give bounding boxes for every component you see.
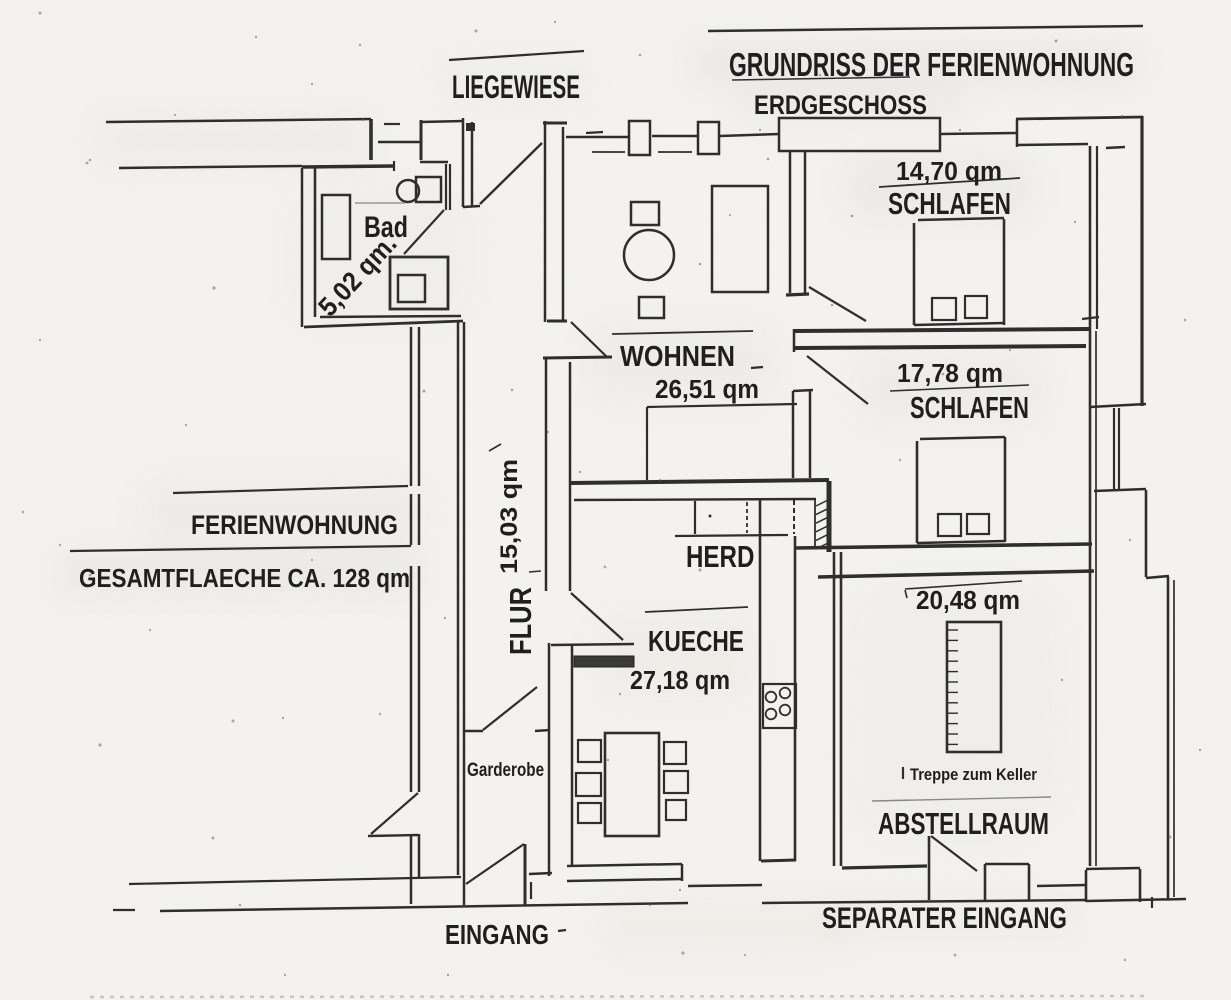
- svg-text:ERDGESCHOSS: ERDGESCHOSS: [754, 91, 927, 120]
- svg-text:26,51 qm: 26,51 qm: [655, 375, 759, 404]
- svg-text:27,18 qm: 27,18 qm: [630, 667, 730, 695]
- svg-text:GRUNDRISS DER FERIENWOHNUNG: GRUNDRISS DER FERIENWOHNUNG: [729, 47, 1134, 84]
- svg-text:GESAMTFLAECHE CA. 128 qm: GESAMTFLAECHE CA. 128 qm: [79, 565, 410, 594]
- svg-text:KUECHE: KUECHE: [648, 624, 744, 657]
- svg-text:14,70 qm: 14,70 qm: [896, 157, 1002, 186]
- svg-text:Garderobe: Garderobe: [467, 758, 544, 780]
- svg-text:20,48 qm: 20,48 qm: [916, 586, 1020, 615]
- svg-text:ABSTELLRAUM: ABSTELLRAUM: [878, 805, 1049, 840]
- svg-text:WOHNEN: WOHNEN: [620, 339, 735, 372]
- svg-text:FERIENWOHNUNG: FERIENWOHNUNG: [191, 510, 398, 540]
- svg-text:LIEGEWIESE: LIEGEWIESE: [452, 69, 580, 105]
- svg-text:EINGANG: EINGANG: [445, 920, 549, 951]
- svg-text:FLUR: FLUR: [504, 587, 539, 655]
- svg-text:Bad: Bad: [364, 210, 408, 244]
- svg-text:15,03 qm: 15,03 qm: [496, 459, 522, 574]
- svg-text:HERD: HERD: [686, 539, 754, 574]
- svg-text:17,78 qm: 17,78 qm: [897, 359, 1003, 388]
- svg-text:SEPARATER EINGANG: SEPARATER EINGANG: [822, 901, 1067, 935]
- svg-text:SCHLAFEN: SCHLAFEN: [888, 185, 1011, 220]
- svg-text:Treppe zum Keller: Treppe zum Keller: [910, 766, 1037, 784]
- svg-text:SCHLAFEN: SCHLAFEN: [910, 390, 1029, 425]
